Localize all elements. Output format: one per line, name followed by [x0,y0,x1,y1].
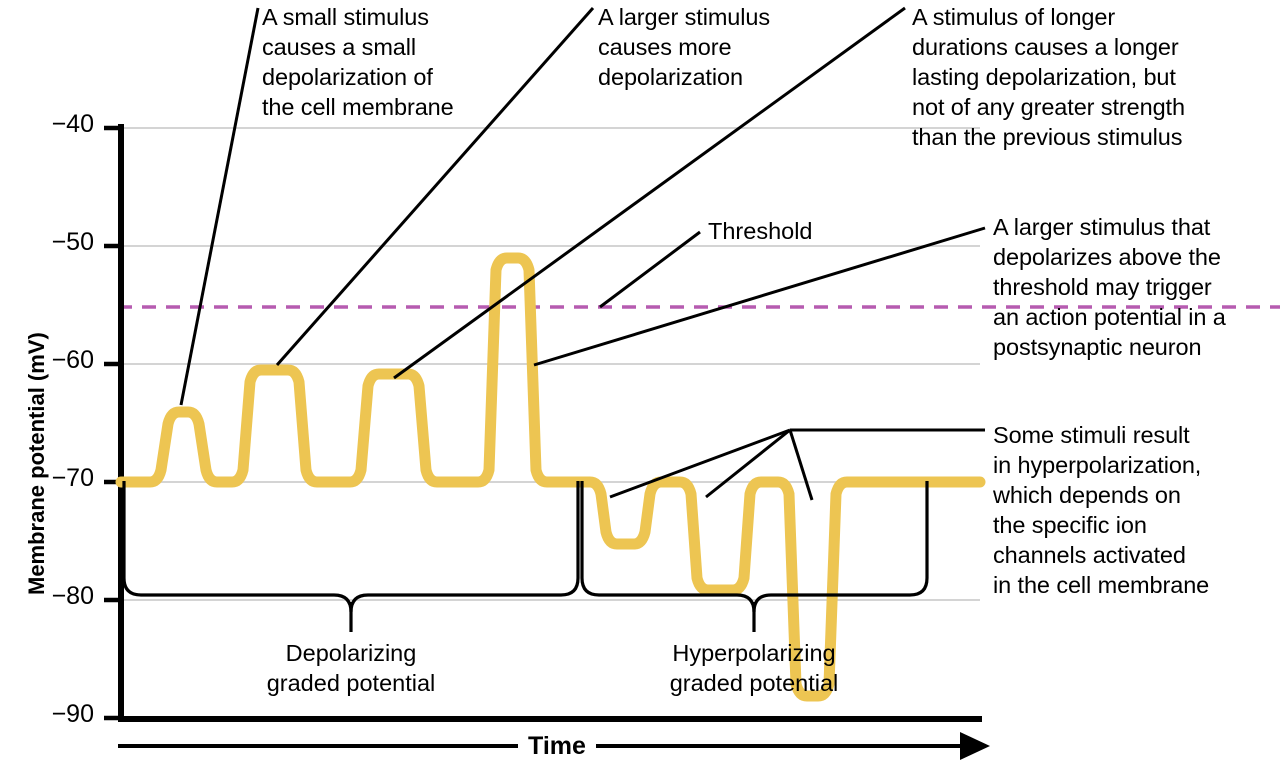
leader-suprathreshold [533,226,986,367]
depolarizing-brace-label: Depolarizing graded potential [266,640,436,696]
leader-hyperpolarization-a [609,428,791,499]
y-axis-title: Membrane potential (mV) [24,332,49,595]
depolarizing-brace [122,481,580,613]
ytick-label-minus60: −60 [51,346,94,374]
annotation-hyperpolarization: Some stimuli result in hyperpolarization… [993,422,1210,598]
time-arrowhead [960,732,990,760]
y-tick-marks [104,125,122,721]
membrane-potential-trace [115,252,986,702]
annotation-small-stimulus: A small stimulus causes a small depolari… [262,4,454,120]
leader-larger-stimulus [275,7,595,366]
ytick-label-minus50: −50 [51,228,94,256]
x-axis-title: Time [518,732,596,761]
gridlines [118,127,980,601]
annotation-suprathreshold-stimulus: A larger stimulus that depolarizes above… [993,214,1226,360]
leader-threshold [599,230,701,309]
ytick-label-minus90: −90 [51,700,94,728]
ytick-label-minus70: −70 [51,464,94,492]
leader-longer-duration [393,6,906,380]
ytick-label-minus80: −80 [51,582,94,610]
leader-hyperpolarization-b [705,428,791,499]
leader-hyperpolarization-c [788,429,814,501]
annotation-larger-stimulus: A larger stimulus causes more depolariza… [598,4,771,90]
hyperpolarizing-brace-label: Hyperpolarizing graded potential [669,640,839,696]
threshold-label: Threshold [708,218,813,244]
leader-small-stimulus [179,7,260,406]
ytick-label-minus40: −40 [51,110,94,138]
annotation-longer-duration-stimulus: A stimulus of longer durations causes a … [912,4,1185,150]
leader-lines [179,6,986,501]
